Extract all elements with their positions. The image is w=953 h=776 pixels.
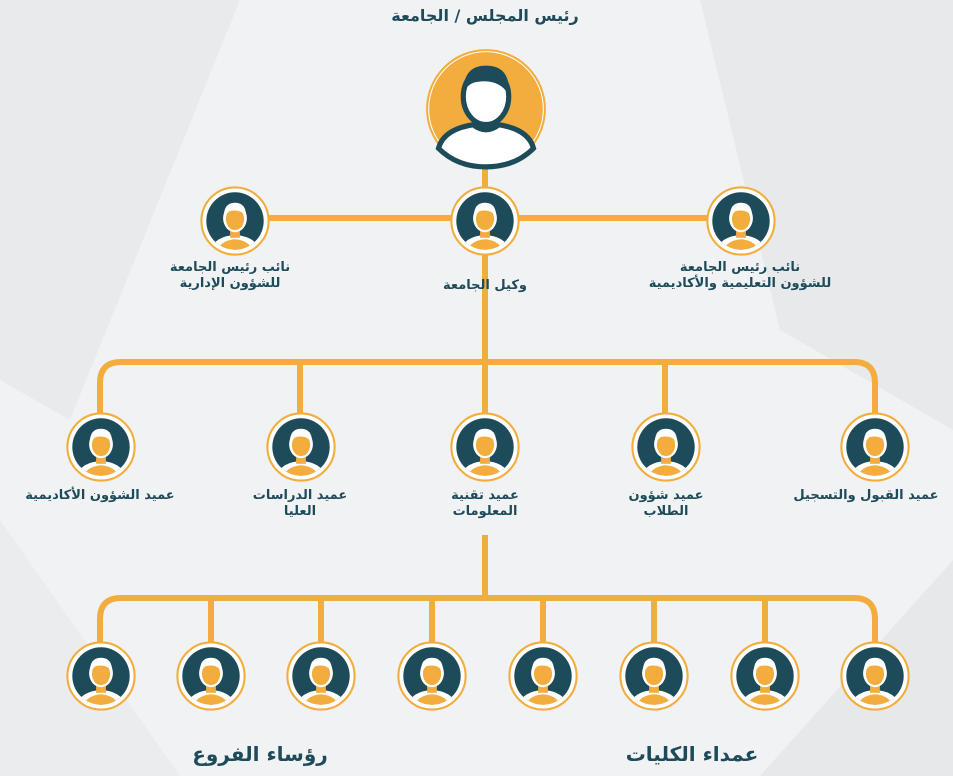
level2-label-vice: وكيل الجامعة xyxy=(443,278,527,293)
person-icon xyxy=(66,412,136,482)
person-icon xyxy=(286,641,356,711)
footer-label-college-deans: عمداء الكليات xyxy=(625,742,759,766)
person-icon xyxy=(631,412,701,482)
person-icon xyxy=(706,186,776,256)
person-icon xyxy=(176,641,246,711)
person-icon xyxy=(424,47,548,171)
person-icon xyxy=(200,186,270,256)
level2-label-admin: نائب رئيس الجامعة للشؤون الإدارية xyxy=(169,260,291,291)
person-icon xyxy=(66,641,136,711)
person-icon xyxy=(840,641,910,711)
level2-label-academic: نائب رئيس الجامعة للشؤون التعليمية والأك… xyxy=(648,260,832,291)
person-icon xyxy=(450,186,520,256)
person-icon xyxy=(508,641,578,711)
level3-label-it: عميد تقنية المعلومات xyxy=(451,488,519,519)
person-icon xyxy=(266,412,336,482)
level3-label-student-affairs: عميد شؤون الطلاب xyxy=(628,488,704,519)
footer-label-branch-heads: رؤساء الفروع xyxy=(192,742,328,766)
person-icon xyxy=(619,641,689,711)
person-icon xyxy=(730,641,800,711)
person-icon xyxy=(450,412,520,482)
top-title: رئيس المجلس / الجامعة xyxy=(391,6,579,25)
person-icon xyxy=(397,641,467,711)
level3-label-graduate-studies: عميد الدراسات العليا xyxy=(252,488,348,519)
level3-label-academic-affairs: عميد الشؤون الأكاديمية xyxy=(25,488,175,503)
person-icon xyxy=(840,412,910,482)
level3-label-admission: عميد القبول والتسجيل xyxy=(793,488,939,503)
